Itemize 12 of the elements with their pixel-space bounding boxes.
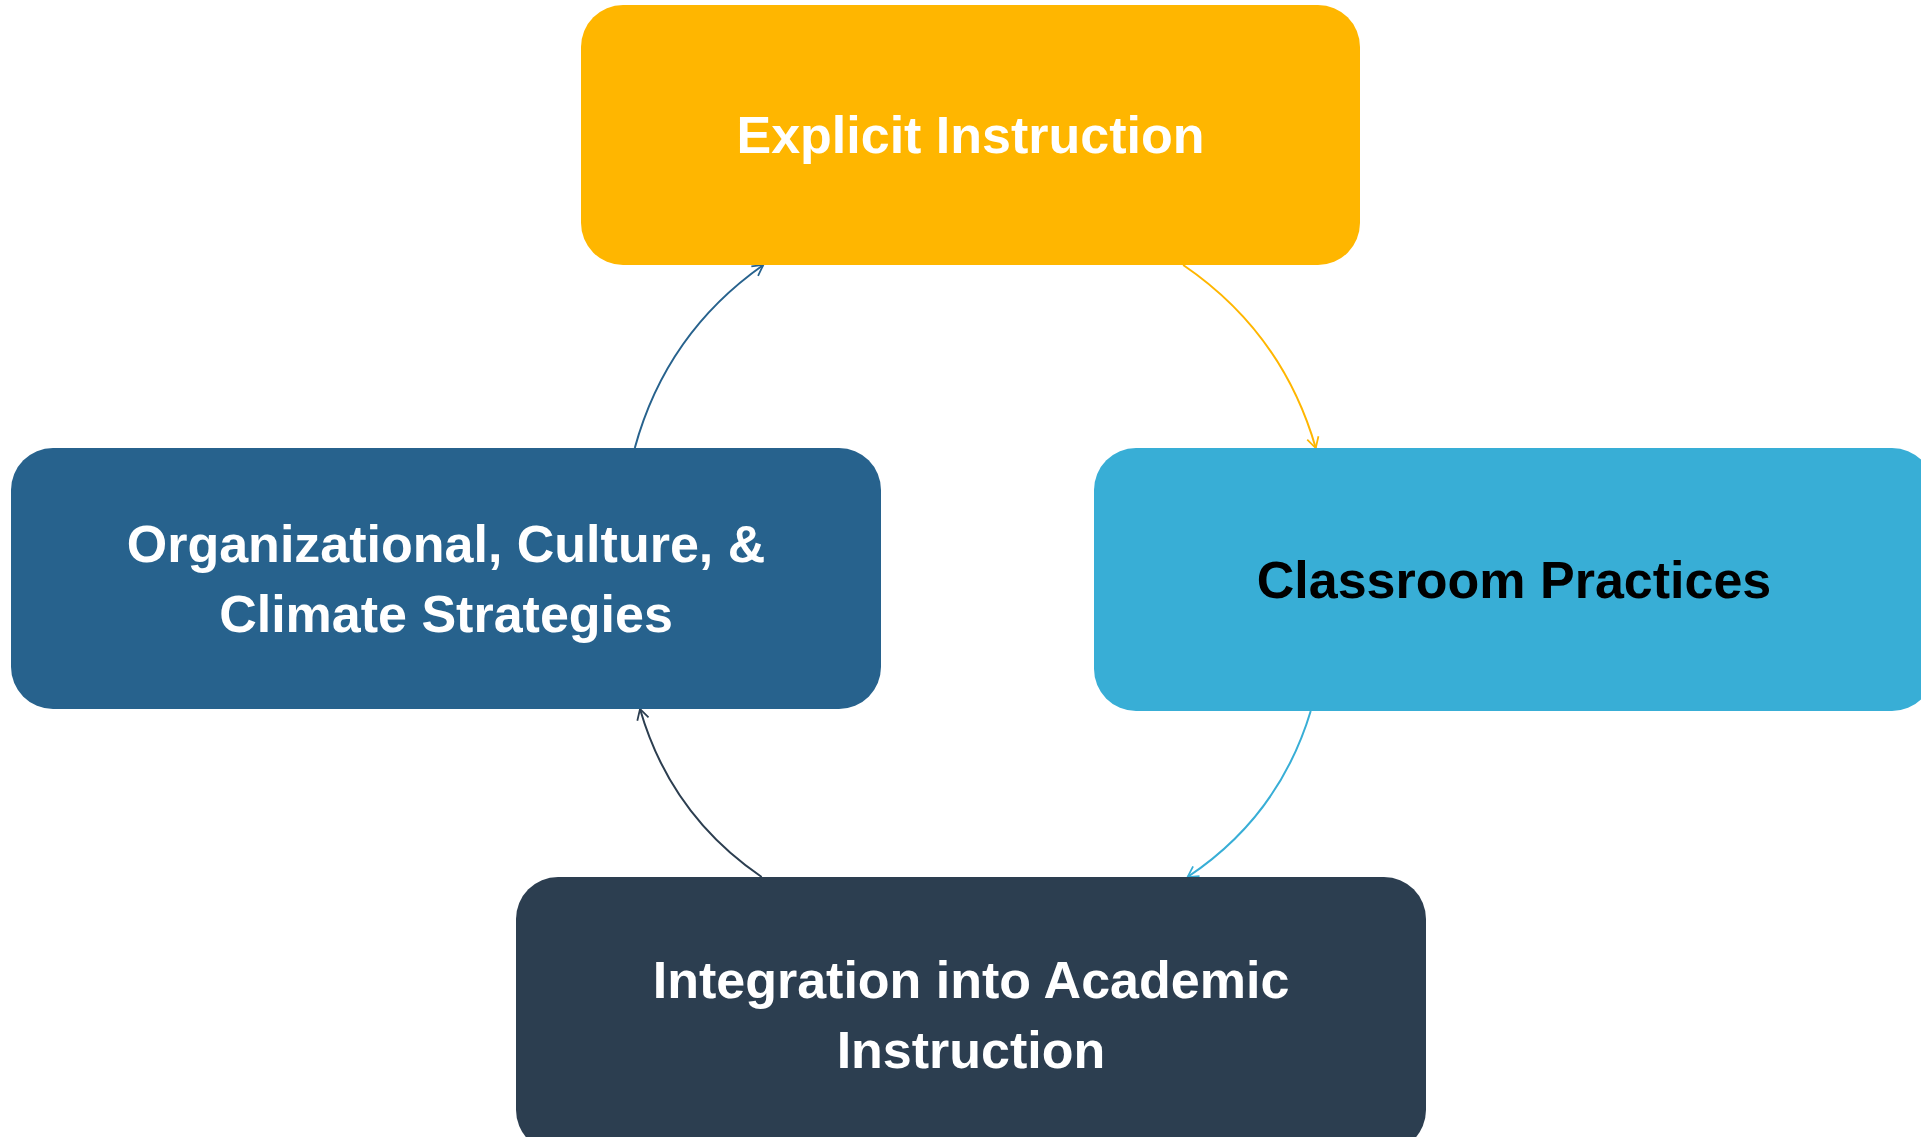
curved-arrow	[633, 264, 765, 449]
box-label: Explicit Instruction	[736, 105, 1205, 166]
curved-arrow	[1186, 710, 1312, 878]
process-box	[581, 5, 1360, 265]
process-box	[516, 877, 1426, 1137]
process-box	[1094, 448, 1921, 711]
process-box	[11, 448, 881, 709]
box-label: Classroom Practices	[1256, 549, 1772, 611]
box-label: Organizational, Culture, & Climate Strategies	[125, 513, 767, 645]
curved-arrow	[1182, 264, 1319, 449]
box-label: Integration into Academic Instruction	[651, 949, 1291, 1081]
curved-arrow	[636, 708, 763, 878]
